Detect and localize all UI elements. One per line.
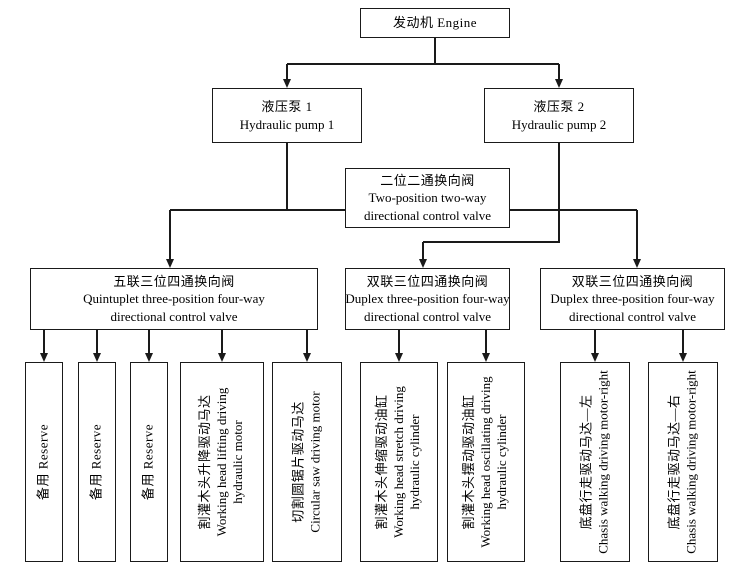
connector-line (287, 63, 559, 65)
node-label: Circular saw driving motor (307, 391, 322, 533)
node-label: 发动机 Engine (392, 15, 478, 31)
node-label: hydraulic motor (230, 420, 246, 504)
node-label: Two-position two-way (368, 190, 487, 206)
node-label: Hydraulic pump 2 (511, 116, 607, 132)
node-label: 割灌木头伸缩驱动油缸 (374, 394, 390, 530)
arrowhead-down-icon (418, 259, 427, 268)
node-label: 切割圆锯片驱动马达 (290, 401, 306, 523)
connector-line (558, 64, 560, 80)
arrowhead-down-icon (282, 79, 291, 88)
connector-line (682, 330, 684, 354)
node-two-position-two-way-valve: 二位二通换向阀 Two-position two-way directional… (345, 168, 510, 228)
connector-line (594, 330, 596, 354)
node-label: Chasis walking driving motor-right (683, 370, 698, 554)
node-label: 备用 Reserve (88, 423, 104, 501)
connector-line (485, 330, 487, 354)
node-label: 液压泵 2 (533, 99, 585, 115)
node-label: 双联三位四通换向阀 (366, 274, 489, 290)
arrowhead-down-icon (144, 353, 153, 362)
node-label: hydraulic cylinder (494, 414, 510, 510)
node-label: 备用 Reserve (35, 423, 51, 501)
node-label: 液压泵 1 (261, 99, 313, 115)
node-label: 割灌木头摆动驱动油缸 (461, 394, 477, 530)
arrowhead-down-icon (554, 79, 563, 88)
connector-line (43, 330, 45, 354)
leaf-rotated-label: 备用 Reserve (36, 367, 53, 557)
arrowhead-down-icon (481, 353, 490, 362)
connector-line (221, 330, 223, 354)
node-label: Working head oscillating driving (477, 376, 493, 548)
arrowhead-down-icon (165, 259, 174, 268)
leaf-reserve-3: 备用 Reserve (130, 362, 168, 562)
connector-line (434, 38, 436, 64)
node-hydraulic-pump-2: 液压泵 2 Hydraulic pump 2 (484, 88, 634, 143)
arrowhead-down-icon (632, 259, 641, 268)
node-label: Hydraulic pump 1 (239, 116, 335, 132)
connector-line (286, 64, 288, 80)
arrowhead-down-icon (394, 353, 403, 362)
leaf-rotated-label: 备用 Reserve (141, 367, 158, 557)
connector-line (170, 209, 345, 211)
connector-line (306, 330, 308, 354)
connector-line (148, 330, 150, 354)
node-label: 二位二通换向阀 (380, 173, 475, 189)
node-label: hydraulic cylinder (407, 414, 423, 510)
node-label: Duplex three-position four-way (345, 291, 510, 307)
node-duplex-valve-2: 双联三位四通换向阀 Duplex three-position four-way… (540, 268, 725, 330)
connector-line (398, 330, 400, 354)
node-label: Quintuplet three-position four-way (83, 291, 265, 307)
connector-line (636, 210, 638, 260)
arrowhead-down-icon (39, 353, 48, 362)
node-label: Working head lifting driving (213, 387, 229, 537)
arrowhead-down-icon (92, 353, 101, 362)
leaf-reserve-1: 备用 Reserve (25, 362, 63, 562)
node-hydraulic-pump-1: 液压泵 1 Hydraulic pump 1 (212, 88, 362, 143)
node-quintuplet-valve: 五联三位四通换向阀 Quintuplet three-position four… (30, 268, 318, 330)
node-label: 备用 Reserve (140, 423, 156, 501)
node-duplex-valve-1: 双联三位四通换向阀 Duplex three-position four-way… (345, 268, 510, 330)
connector-line (422, 242, 424, 260)
arrowhead-down-icon (590, 353, 599, 362)
node-label: directional control valve (110, 308, 238, 324)
node-label: directional control valve (568, 308, 697, 324)
connector-line (96, 330, 98, 354)
node-label: directional control valve (363, 207, 492, 223)
leaf-rotated-label: 备用 Reserve (89, 367, 106, 557)
node-label: Chasis walking driving motor-right (595, 370, 610, 554)
node-label: 底盘行走驱动马达—左 (578, 394, 594, 530)
connector-line (423, 241, 559, 243)
node-label: 割灌木头升降驱动马达 (197, 394, 213, 530)
node-label: 五联三位四通换向阀 (113, 274, 235, 290)
arrowhead-down-icon (302, 353, 311, 362)
arrowhead-down-icon (217, 353, 226, 362)
node-label: Working head stretch driving (390, 386, 406, 538)
node-label: Duplex three-position four-way (550, 291, 715, 307)
node-engine: 发动机 Engine (360, 8, 510, 38)
connector-line (510, 209, 637, 211)
node-label: 双联三位四通换向阀 (571, 274, 694, 290)
node-label: directional control valve (363, 308, 492, 324)
leaf-reserve-2: 备用 Reserve (78, 362, 116, 562)
connector-line (169, 210, 171, 260)
arrowhead-down-icon (678, 353, 687, 362)
connector-line (286, 143, 288, 211)
connector-line (558, 143, 560, 243)
node-label: 底盘行走驱动马达—右 (666, 394, 682, 530)
